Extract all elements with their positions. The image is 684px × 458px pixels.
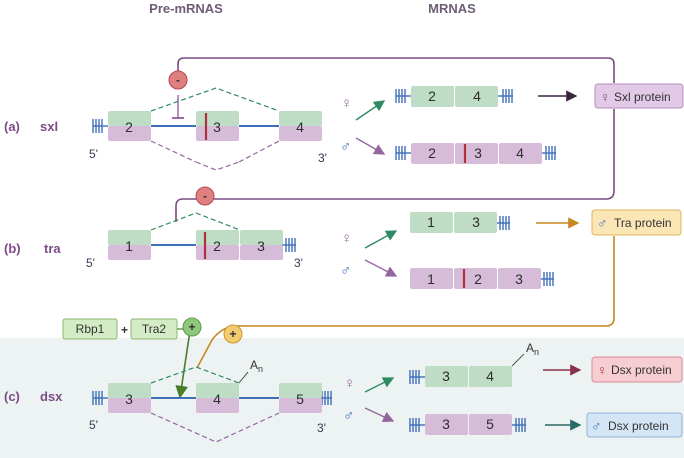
sxl-repressor-badge bbox=[168, 70, 188, 90]
row-b-female-mrna bbox=[410, 212, 510, 233]
row-b-female-symbol: ♀ bbox=[341, 230, 352, 247]
row-b-male-mrna bbox=[410, 268, 554, 289]
row-b-pre-exon-3: 3 bbox=[257, 238, 265, 254]
row-a-label: (a) bbox=[4, 119, 20, 134]
row-b-five-prime: 5' bbox=[86, 256, 95, 270]
row-c-pre-mrna bbox=[92, 366, 332, 443]
sxl-feedback-line bbox=[177, 57, 615, 85]
rbp1-tra2-activator-badge bbox=[182, 317, 202, 337]
row-b-label: (b) bbox=[4, 241, 21, 256]
row-c-three-prime: 3' bbox=[317, 421, 326, 435]
row-b-female-exon-1: 1 bbox=[427, 214, 435, 230]
tra-protein-box bbox=[591, 209, 682, 236]
sxl-protein-label: Sxl protein bbox=[614, 90, 671, 104]
tra2-label: Tra2 bbox=[142, 322, 167, 336]
row-c-male-exon-1: 3 bbox=[442, 416, 450, 432]
dsx-female-protein-label: Dsx protein bbox=[611, 363, 672, 377]
row-b-male-arrow bbox=[364, 259, 398, 277]
row-c-male-exon-2: 5 bbox=[486, 416, 494, 432]
row-a-female-arrow bbox=[355, 100, 386, 121]
sxl-repressor-sign: - bbox=[176, 73, 180, 87]
row-c-pre-exon-2: 4 bbox=[213, 391, 221, 407]
row-c-pre-exon-3: 5 bbox=[296, 391, 304, 407]
row-a-male-arrow bbox=[355, 137, 386, 155]
row-c-mrna-polya: An bbox=[526, 341, 539, 357]
row-c-male-mrna bbox=[409, 414, 526, 435]
sxl-protein-box bbox=[594, 83, 684, 109]
row-c-male-symbol: ♂ bbox=[343, 407, 354, 424]
background-top bbox=[0, 0, 684, 338]
row-c-label: (c) bbox=[4, 389, 20, 404]
row-a-female-exon-1: 2 bbox=[428, 88, 436, 104]
row-c-female-arrow bbox=[364, 377, 395, 393]
mrna-header: MRNAS bbox=[428, 1, 476, 16]
rbp1-tra2-arrow bbox=[175, 330, 191, 399]
row-c-pre-polya: An bbox=[250, 358, 263, 374]
row-b-pre-exon-1: 1 bbox=[125, 238, 133, 254]
row-a-male-exon-3: 4 bbox=[516, 145, 524, 161]
row-a-five-prime: 5' bbox=[89, 147, 98, 161]
tra-repressor-badge bbox=[195, 186, 215, 206]
dsx-male-protein-label: Dsx protein bbox=[608, 419, 669, 433]
tra-activator-sign: + bbox=[229, 327, 236, 341]
dsx-female-protein-symbol: ♀ bbox=[597, 362, 608, 378]
rbp1-tra2-activator-sign: + bbox=[188, 320, 195, 334]
row-a-pre-mrna bbox=[92, 87, 322, 171]
row-b-pre-mrna bbox=[108, 212, 296, 260]
row-a-male-symbol: ♂ bbox=[340, 138, 351, 155]
cofactor-plus: + bbox=[121, 323, 128, 337]
row-b-pre-exon-2: 2 bbox=[213, 238, 221, 254]
row-a-female-exon-2: 4 bbox=[473, 88, 481, 104]
tra-repressor-sign: - bbox=[203, 189, 207, 203]
row-a-male-exon-1: 2 bbox=[428, 145, 436, 161]
dsx-female-protein-box bbox=[591, 356, 683, 383]
sxl-to-tra-line bbox=[175, 109, 615, 222]
tra-to-dsx-line bbox=[196, 236, 615, 369]
row-a-male-mrna bbox=[395, 143, 556, 164]
rbp1-box bbox=[62, 318, 118, 340]
row-b-female-arrow bbox=[364, 230, 398, 249]
row-c-female-exon-1: 3 bbox=[442, 368, 450, 384]
row-a-gene: sxl bbox=[40, 119, 58, 134]
dsx-male-protein-box bbox=[586, 412, 683, 438]
row-a-pre-exon-3: 4 bbox=[296, 119, 304, 135]
row-c-female-symbol: ♀ bbox=[344, 375, 355, 392]
sxl-protein-symbol: ♀ bbox=[600, 89, 611, 105]
row-c-female-mrna bbox=[409, 353, 525, 387]
row-b-male-exon-2: 2 bbox=[474, 271, 482, 287]
tra-activator-badge bbox=[223, 324, 243, 344]
pre-mrna-header: Pre-mRNAS bbox=[149, 1, 223, 16]
row-b-female-exon-2: 3 bbox=[472, 214, 480, 230]
row-c-gene: dsx bbox=[40, 389, 63, 404]
row-b-three-prime: 3' bbox=[294, 256, 303, 270]
row-b-male-exon-3: 3 bbox=[515, 271, 523, 287]
row-a-three-prime: 3' bbox=[318, 151, 327, 165]
row-a-male-exon-2: 3 bbox=[474, 145, 482, 161]
row-a-female-symbol: ♀ bbox=[341, 95, 352, 112]
row-a-female-mrna bbox=[395, 86, 513, 107]
tra-protein-symbol: ♂ bbox=[597, 215, 608, 231]
row-b-male-exon-1: 1 bbox=[427, 271, 435, 287]
row-c-male-arrow bbox=[364, 407, 395, 422]
tra-protein-label: Tra protein bbox=[614, 216, 672, 230]
row-b-gene: tra bbox=[44, 241, 61, 256]
row-c-female-exon-2: 4 bbox=[486, 368, 494, 384]
dsx-male-protein-symbol: ♂ bbox=[591, 418, 602, 434]
row-c-pre-exon-1: 3 bbox=[125, 391, 133, 407]
rbp1-label: Rbp1 bbox=[76, 322, 105, 336]
row-b-male-symbol: ♂ bbox=[340, 262, 351, 279]
row-a-pre-exon-1: 2 bbox=[125, 119, 133, 135]
row-c-five-prime: 5' bbox=[89, 418, 98, 432]
row-a-pre-exon-2: 3 bbox=[213, 119, 221, 135]
